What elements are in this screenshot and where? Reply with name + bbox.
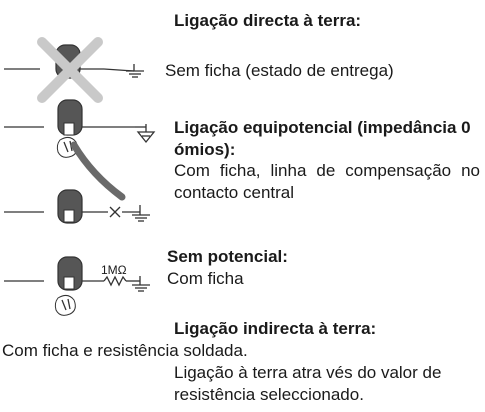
heading-indirect-earth: Ligação indirecta à terra:: [174, 319, 377, 338]
heading-no-potential: Sem potencial:: [167, 247, 288, 266]
text-indirect-earth-1: Com ficha e resistência soldada.: [2, 341, 248, 360]
heading-direct-earth: Ligação directa à terra:: [174, 11, 362, 30]
no-potential-diagram: [4, 189, 150, 224]
connector-icon: [57, 189, 83, 224]
equipotential-diagram: [4, 99, 156, 201]
earth-symbol: [132, 276, 150, 292]
resistor-value-label: 1MΩ: [101, 263, 127, 277]
heading-equipotential-2: ómios):: [174, 140, 236, 159]
text-equipotential: Com ficha, linha de compensação no conta…: [174, 161, 480, 202]
text-indirect-earth-3: resistência seleccionado.: [174, 385, 364, 404]
connector-icon: [57, 99, 83, 136]
compensation-line: [70, 141, 126, 201]
text-direct-earth: Sem ficha (estado de entrega): [165, 61, 394, 80]
connector-icon: [57, 256, 83, 291]
heading-equipotential-1: Ligação equipotencial (impedância 0: [174, 118, 471, 137]
earth-symbol: [132, 205, 150, 222]
text-indirect-earth-2: Ligação à terra atra vés do valor de: [174, 363, 442, 382]
cross-icon: [37, 37, 103, 103]
earth-symbol: [126, 64, 144, 78]
plug-icon: [54, 294, 76, 316]
text-no-potential: Com ficha: [167, 269, 244, 288]
open-circuit-cross: [109, 206, 121, 218]
indirect-earth-diagram: 1MΩ: [4, 256, 150, 316]
ground-symbol: [136, 124, 156, 144]
resistor-symbol: [103, 275, 127, 287]
direct-earth-diagram: [4, 37, 144, 103]
